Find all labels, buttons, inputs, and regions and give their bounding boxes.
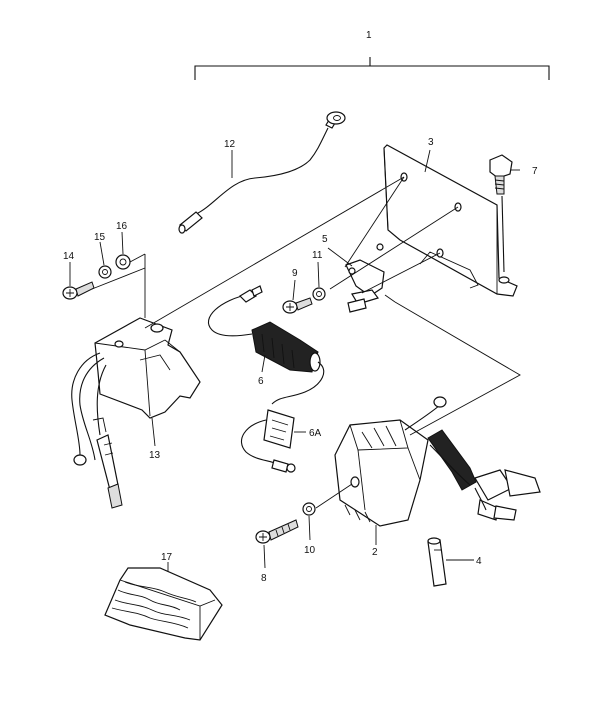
callout-labels: 1 2 3 4 5 6 6A 7 8 9 10 11 12 13 14 15 1…	[63, 30, 538, 584]
callout-1: 1	[366, 30, 372, 41]
callout-13: 13	[149, 450, 161, 461]
callout-16: 16	[116, 221, 128, 232]
lockwasher-part-15	[98, 265, 112, 279]
callout-8: 8	[261, 573, 267, 584]
callout-7: 7	[532, 166, 538, 177]
washer-part-16	[115, 254, 131, 270]
fuse-part-4	[427, 537, 447, 587]
lead-wire-part	[178, 111, 346, 234]
kit-bag-part-17	[104, 567, 223, 641]
callout-12: 12	[224, 139, 236, 150]
callout-14: 14	[63, 251, 75, 262]
clamp-part	[345, 259, 385, 313]
washer-part-11	[312, 287, 326, 301]
callout-9: 9	[292, 268, 298, 279]
callout-6a: 6A	[309, 428, 322, 439]
sleeve-part-6a	[240, 409, 296, 473]
callout-leaders	[69, 149, 520, 572]
bolt-part-7	[489, 154, 513, 273]
callout-17: 17	[161, 552, 173, 563]
callout-4: 4	[476, 556, 482, 567]
cdi-unit-part	[71, 317, 201, 509]
screw-part-9	[282, 297, 313, 314]
regulator-part-2	[334, 396, 541, 527]
assembly-bracket	[194, 57, 550, 80]
callout-6: 6	[258, 376, 264, 387]
callout-3: 3	[428, 137, 434, 148]
callout-2: 2	[372, 547, 378, 558]
screw-part-14	[62, 281, 95, 300]
mounting-plate-part	[376, 144, 518, 297]
callout-11: 11	[312, 250, 323, 261]
assembly-lines	[91, 176, 521, 509]
washer-part-10	[302, 502, 316, 516]
callout-15: 15	[94, 232, 106, 243]
callout-5: 5	[322, 234, 328, 245]
coil-part-6	[207, 285, 325, 405]
callout-10: 10	[304, 545, 316, 556]
screw-part-8	[255, 519, 299, 544]
